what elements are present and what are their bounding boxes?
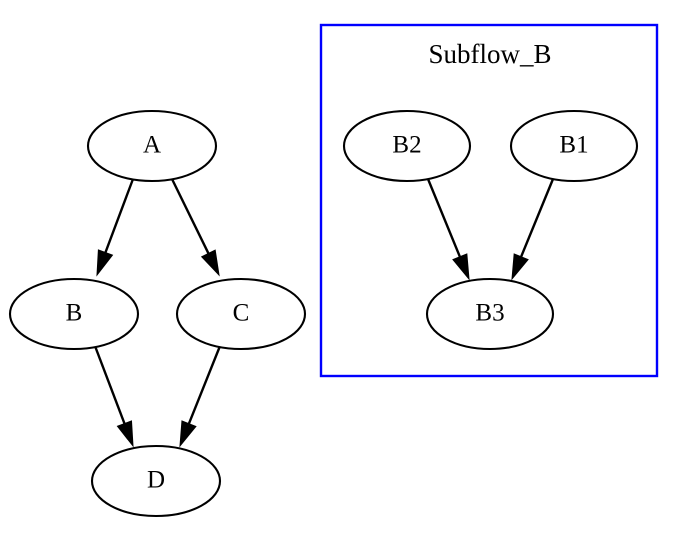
edge-layer bbox=[93, 178, 555, 448]
cluster-cluster_subflow_b[interactable]: Subflow_B bbox=[319, 23, 659, 378]
arrowhead-icon bbox=[452, 253, 470, 281]
node-label: D bbox=[147, 467, 165, 494]
node-shape bbox=[509, 109, 639, 183]
edge-shaft bbox=[187, 345, 222, 425]
arrowhead-icon bbox=[179, 420, 197, 448]
node-label: B2 bbox=[392, 132, 421, 159]
node-label: B3 bbox=[475, 300, 504, 327]
node-C[interactable]: C bbox=[175, 277, 307, 351]
cluster-border bbox=[319, 23, 659, 378]
edge-C-D[interactable] bbox=[179, 345, 222, 448]
edge-B2-B3[interactable] bbox=[426, 178, 470, 281]
cluster-label: Subflow_B bbox=[428, 39, 551, 69]
node-B2[interactable]: B2 bbox=[342, 109, 472, 183]
node-label: B1 bbox=[559, 132, 588, 159]
node-B1[interactable]: B1 bbox=[509, 109, 639, 183]
node-label: C bbox=[233, 300, 250, 327]
node-B3[interactable]: B3 bbox=[425, 277, 555, 351]
edge-A-B[interactable] bbox=[96, 178, 135, 277]
node-shape bbox=[175, 277, 307, 351]
arrowhead-icon bbox=[200, 249, 220, 277]
node-shape bbox=[425, 277, 555, 351]
edge-shaft bbox=[426, 178, 462, 258]
edge-shaft bbox=[519, 178, 555, 258]
edge-B-D[interactable] bbox=[93, 345, 134, 448]
arrowhead-icon bbox=[116, 420, 134, 448]
node-shape bbox=[342, 109, 472, 183]
node-shape bbox=[90, 444, 222, 518]
node-label: A bbox=[143, 132, 161, 159]
node-label: B bbox=[66, 300, 83, 327]
node-D[interactable]: D bbox=[90, 444, 222, 518]
edge-B1-B3[interactable] bbox=[511, 178, 555, 281]
node-shape bbox=[86, 109, 218, 183]
edge-A-C[interactable] bbox=[170, 178, 220, 277]
node-shape bbox=[8, 277, 140, 351]
edge-shaft bbox=[93, 345, 126, 424]
arrowhead-icon bbox=[511, 253, 529, 281]
edge-shaft bbox=[170, 178, 210, 254]
edge-shaft bbox=[104, 178, 135, 253]
cluster-layer: Subflow_B bbox=[319, 23, 659, 378]
node-B[interactable]: B bbox=[8, 277, 140, 351]
node-A[interactable]: A bbox=[86, 109, 218, 183]
arrowhead-icon bbox=[96, 249, 114, 277]
